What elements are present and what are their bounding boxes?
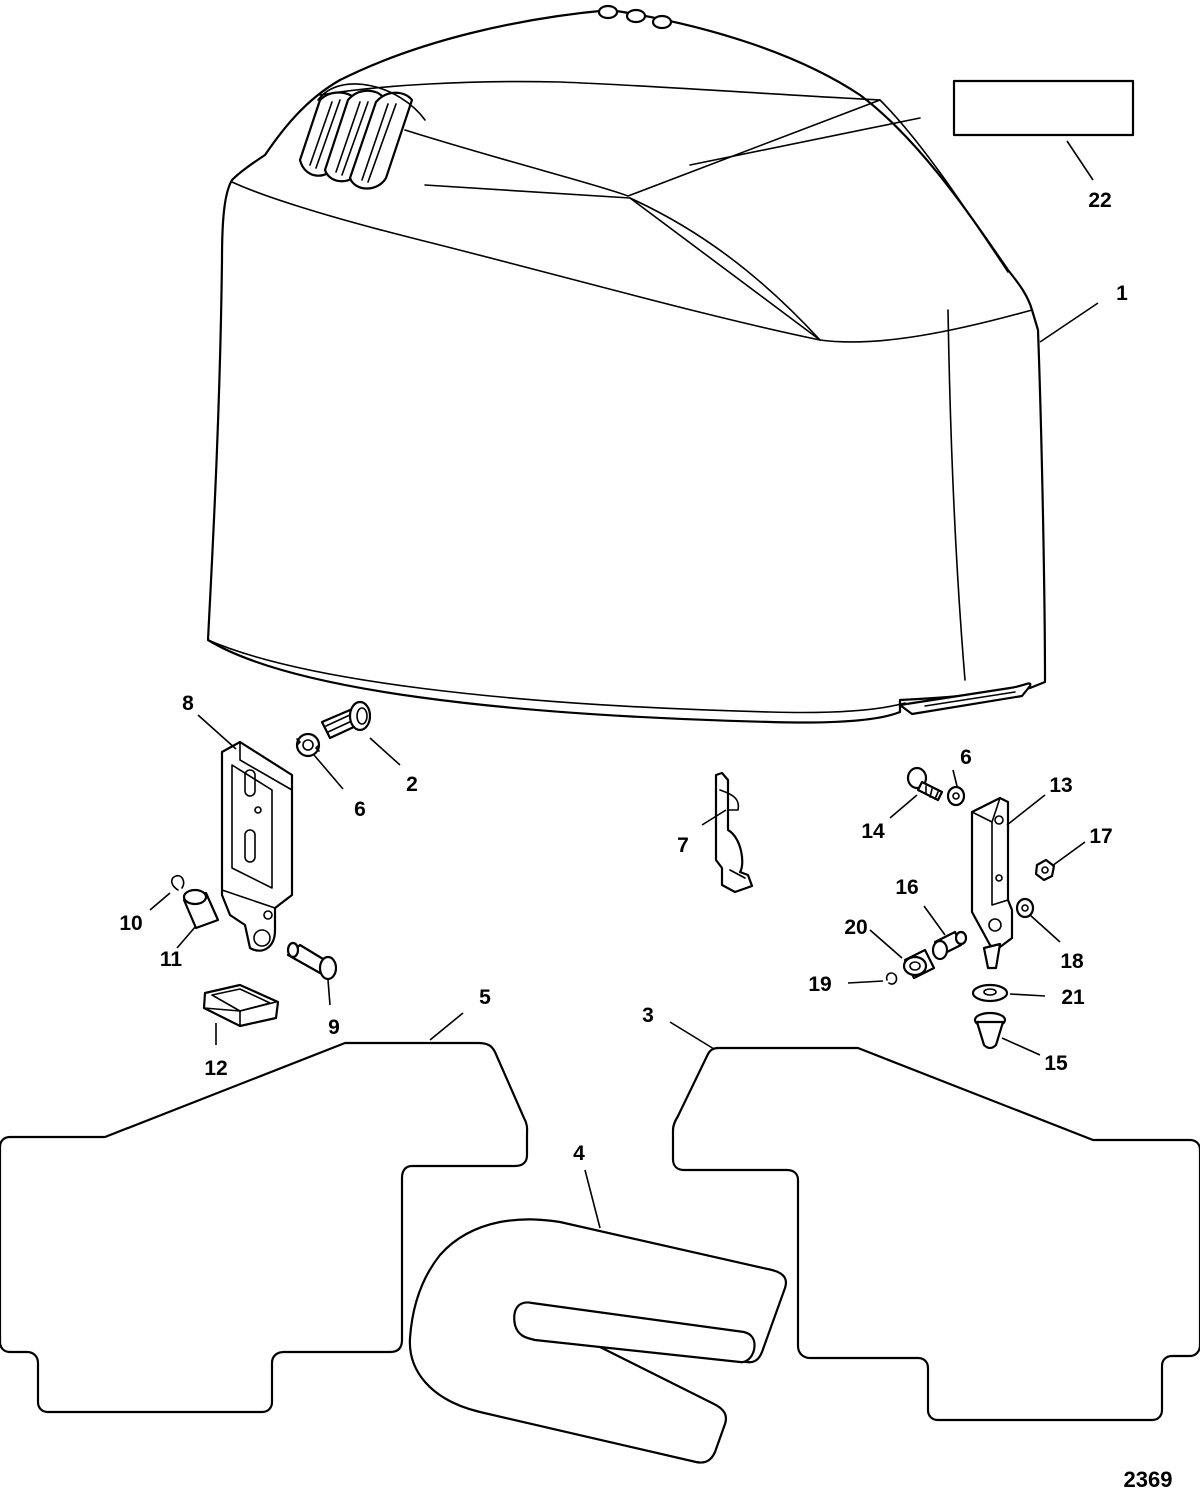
callout-2: 2: [406, 773, 418, 796]
part-21-washer: [971, 983, 1009, 1003]
leader-lines: [149, 140, 1099, 1229]
leader-14: [889, 794, 918, 819]
leader-13: [1006, 794, 1046, 826]
callout-10: 10: [119, 912, 142, 935]
leader-2: [369, 737, 401, 766]
leader-1: [1039, 302, 1099, 343]
callout-20: 20: [844, 916, 867, 939]
leader-8: [197, 714, 237, 750]
part-13-latch-plate: [970, 796, 1014, 970]
callout-16: 16: [895, 876, 918, 899]
part-12-rubber-pad: [202, 983, 280, 1028]
leader-5: [429, 1012, 464, 1041]
part-9-pin: [286, 941, 338, 981]
leader-20: [869, 929, 903, 959]
leader-4: [584, 1169, 601, 1229]
part-6-lock-washer-left: [295, 732, 321, 758]
part-2-screw: [320, 700, 372, 740]
callout-9: 9: [328, 1016, 340, 1039]
leader-22: [1066, 140, 1094, 181]
callout-19: 19: [808, 973, 831, 996]
callout-6-left: 6: [354, 798, 366, 821]
callout-1: 1: [1116, 282, 1128, 305]
callout-11: 11: [160, 948, 183, 971]
callout-21: 21: [1061, 986, 1085, 1009]
leader-6b: [952, 769, 958, 787]
part-11-bushing: [182, 888, 220, 930]
callout-15: 15: [1044, 1052, 1068, 1075]
callout-12: 12: [204, 1057, 227, 1080]
callout-13: 13: [1049, 774, 1072, 797]
callout-18: 18: [1060, 950, 1084, 973]
leader-15: [1001, 1037, 1041, 1056]
part-16-stud: [931, 930, 968, 961]
callout-4: 4: [573, 1142, 585, 1165]
leader-19: [847, 980, 884, 984]
leader-9: [327, 979, 331, 1006]
part-22-decal: [952, 79, 1135, 137]
leader-6a: [313, 754, 344, 790]
part-4-seal-center: [408, 1218, 788, 1464]
part-1-top-cowl: [206, 4, 1047, 724]
part-10-retainer-clip: [170, 874, 185, 891]
leader-7: [701, 809, 727, 826]
leader-17: [1051, 841, 1086, 867]
callout-3: 3: [642, 1004, 654, 1027]
leader-10: [149, 892, 171, 911]
callout-17: 17: [1089, 825, 1112, 848]
callout-6-right: 6: [960, 746, 972, 769]
callout-22: 22: [1088, 189, 1111, 212]
callout-8: 8: [182, 692, 194, 715]
part-20-bushing: [902, 948, 936, 980]
callout-14: 14: [861, 820, 885, 843]
callout-labels: 22 1 8 2 6 7 10 11 9 12 6 13 14 17 18 16…: [119, 189, 1128, 1165]
part-7-clip: [714, 771, 754, 894]
leader-21: [1009, 993, 1046, 997]
figure-number: 2369: [1124, 1467, 1173, 1492]
leader-16: [923, 905, 946, 936]
part-18-washer: [1015, 897, 1035, 919]
callout-5: 5: [479, 986, 491, 1009]
part-6-washer-right: [946, 785, 966, 807]
part-14-screw: [906, 766, 944, 802]
part-15-grommet: [973, 1011, 1007, 1050]
callout-7: 7: [677, 834, 689, 857]
part-5-seal-left: [0, 1041, 529, 1414]
part-19-clip: [885, 972, 898, 985]
leader-3: [669, 1021, 715, 1050]
leader-11: [176, 925, 197, 949]
leader-18: [1029, 914, 1061, 943]
part-17-nut: [1034, 858, 1056, 882]
part-8-latch-bracket: [220, 740, 294, 952]
part-3-seal-right: [671, 1046, 1200, 1422]
